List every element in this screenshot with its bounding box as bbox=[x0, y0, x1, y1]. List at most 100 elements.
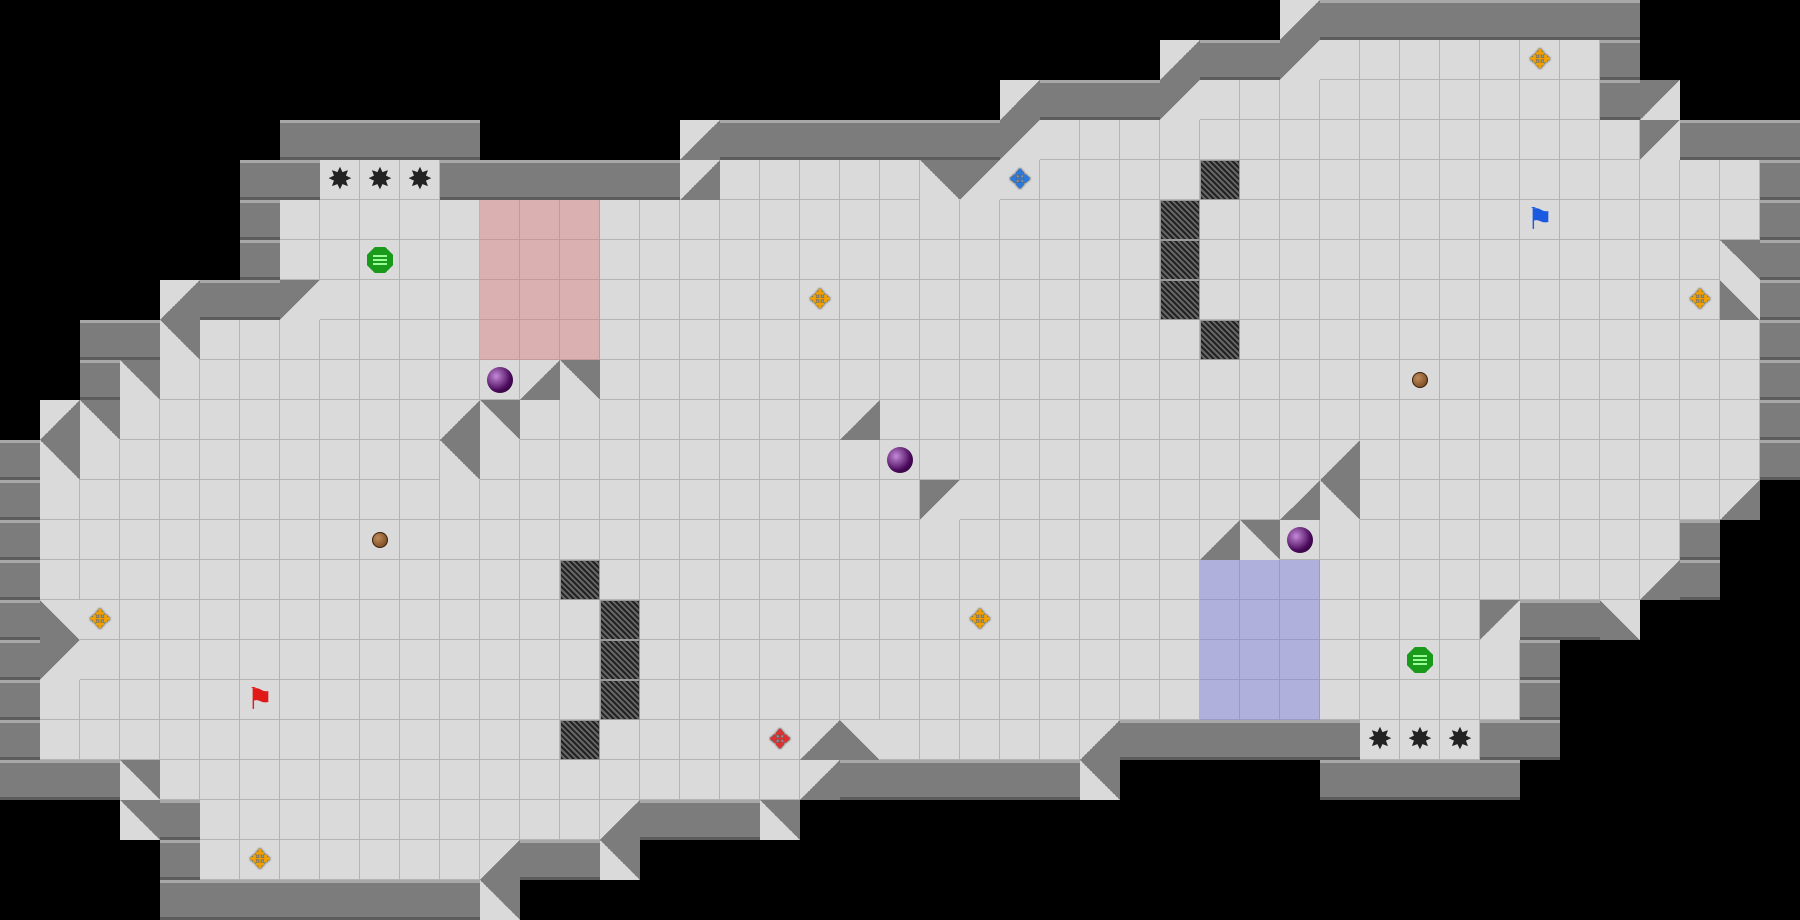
floor-tile bbox=[1440, 120, 1480, 160]
floor-tile bbox=[1000, 640, 1040, 680]
floor-tile bbox=[1440, 160, 1480, 200]
floor-tile bbox=[1360, 440, 1400, 480]
floor-tile bbox=[720, 720, 760, 760]
floor-tile bbox=[880, 280, 920, 320]
wall-tile bbox=[1560, 600, 1600, 640]
floor-tile bbox=[160, 600, 200, 640]
floor-tile bbox=[1360, 520, 1400, 560]
wall-tile bbox=[640, 160, 680, 200]
floor-tile bbox=[1440, 560, 1480, 600]
gate-tile bbox=[600, 680, 640, 720]
floor-tile bbox=[1240, 440, 1280, 480]
floor-tile bbox=[440, 840, 480, 880]
diagonal-wall-tile bbox=[120, 800, 160, 840]
diagonal-wall-tile bbox=[1240, 520, 1280, 560]
floor-tile bbox=[1520, 480, 1560, 520]
floor-tile bbox=[1080, 320, 1120, 360]
floor-tile bbox=[720, 360, 760, 400]
floor-tile bbox=[280, 240, 320, 280]
diagonal-wall-tile bbox=[1280, 40, 1320, 80]
floor-tile bbox=[280, 320, 320, 360]
wall-tile bbox=[960, 760, 1000, 800]
floor-tile bbox=[240, 440, 280, 480]
floor-tile bbox=[680, 320, 720, 360]
floor-tile bbox=[1520, 40, 1560, 80]
floor-tile bbox=[520, 720, 560, 760]
floor-tile bbox=[1040, 200, 1080, 240]
floor-tile bbox=[1280, 80, 1320, 120]
boost-icon: ✥ bbox=[809, 285, 831, 315]
floor-tile bbox=[520, 560, 560, 600]
floor-tile bbox=[1480, 240, 1520, 280]
wall-tile bbox=[1600, 40, 1640, 80]
wall-tile bbox=[1760, 360, 1800, 400]
floor-tile bbox=[1360, 200, 1400, 240]
floor-tile bbox=[1200, 480, 1240, 520]
floor-tile bbox=[680, 720, 720, 760]
floor-tile bbox=[680, 680, 720, 720]
floor-tile bbox=[1120, 240, 1160, 280]
wall-tile bbox=[1240, 720, 1280, 760]
floor-tile bbox=[440, 800, 480, 840]
floor-tile bbox=[1160, 400, 1200, 440]
floor-tile bbox=[760, 280, 800, 320]
floor-tile bbox=[1280, 400, 1320, 440]
diagonal-wall-tile bbox=[1280, 0, 1320, 40]
floor-tile bbox=[40, 560, 80, 600]
floor-tile bbox=[1040, 400, 1080, 440]
wall-tile bbox=[680, 800, 720, 840]
floor-tile bbox=[160, 760, 200, 800]
diagonal-wall-tile bbox=[920, 480, 960, 520]
wall-tile bbox=[0, 640, 40, 680]
floor-tile bbox=[400, 440, 440, 480]
floor-tile bbox=[1720, 440, 1760, 480]
blue-endzone-tile bbox=[1240, 600, 1280, 640]
wall-tile bbox=[160, 840, 200, 880]
floor-tile bbox=[360, 560, 400, 600]
floor-tile bbox=[880, 320, 920, 360]
floor-tile bbox=[1360, 560, 1400, 600]
floor-tile bbox=[1280, 240, 1320, 280]
floor-tile bbox=[1600, 440, 1640, 480]
floor-tile bbox=[400, 520, 440, 560]
floor-tile bbox=[680, 640, 720, 680]
floor-tile bbox=[1640, 280, 1680, 320]
floor-tile bbox=[560, 760, 600, 800]
floor-tile bbox=[320, 600, 360, 640]
floor-tile bbox=[520, 440, 560, 480]
floor-tile bbox=[1640, 320, 1680, 360]
floor-tile bbox=[1160, 320, 1200, 360]
floor-tile bbox=[320, 400, 360, 440]
floor-tile bbox=[1440, 80, 1480, 120]
floor-tile bbox=[1480, 360, 1520, 400]
floor-tile bbox=[40, 520, 80, 560]
floor-tile bbox=[600, 320, 640, 360]
floor-tile bbox=[360, 160, 400, 200]
floor-tile bbox=[320, 840, 360, 880]
floor-tile bbox=[880, 480, 920, 520]
floor-tile bbox=[1240, 240, 1280, 280]
floor-tile bbox=[1440, 680, 1480, 720]
wall-tile bbox=[0, 720, 40, 760]
floor-tile bbox=[640, 600, 680, 640]
floor-tile bbox=[1400, 320, 1440, 360]
floor-tile bbox=[880, 720, 920, 760]
wall-tile bbox=[360, 880, 400, 920]
floor-tile bbox=[360, 800, 400, 840]
floor-tile bbox=[1040, 640, 1080, 680]
diagonal-wall-tile bbox=[1080, 720, 1120, 760]
floor-tile bbox=[1320, 160, 1360, 200]
floor-tile bbox=[880, 680, 920, 720]
floor-tile bbox=[1560, 520, 1600, 560]
floor-tile bbox=[1480, 560, 1520, 600]
floor-tile bbox=[40, 680, 80, 720]
floor-tile bbox=[1320, 120, 1360, 160]
wall-tile bbox=[80, 360, 120, 400]
floor-tile bbox=[1080, 240, 1120, 280]
floor-tile bbox=[1440, 40, 1480, 80]
wall-tile bbox=[280, 880, 320, 920]
floor-tile bbox=[760, 400, 800, 440]
spike-mine-icon: ✸ bbox=[1447, 722, 1473, 757]
floor-tile bbox=[560, 400, 600, 440]
floor-tile bbox=[880, 160, 920, 200]
